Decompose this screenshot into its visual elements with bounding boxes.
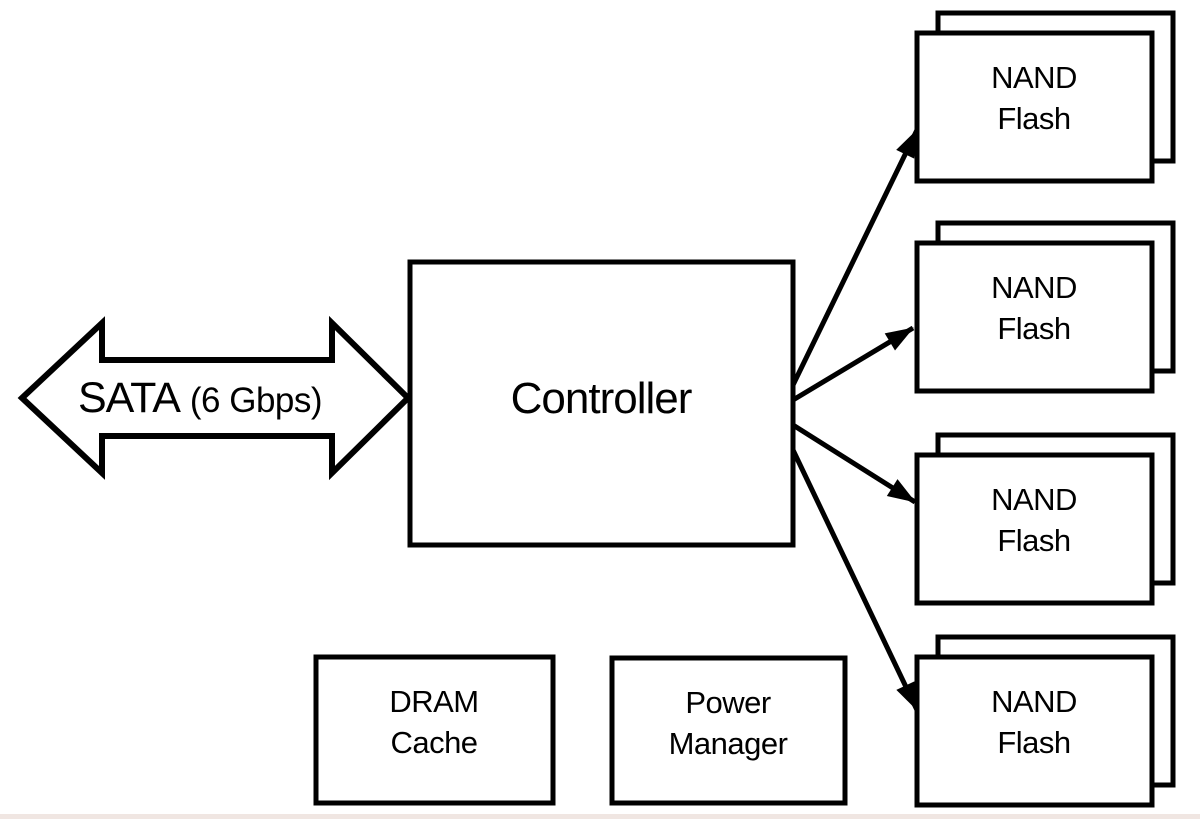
nand-flash-stack-1: NAND Flash — [914, 10, 1176, 184]
nand-label: NAND Flash — [991, 684, 1077, 760]
power-label-line1: Power — [685, 685, 771, 720]
sata-interface-node: SATA(6 Gbps) — [17, 315, 413, 481]
arrow-controller-to-nand-1 — [790, 128, 920, 387]
nand-label-line1: NAND — [991, 60, 1077, 95]
arrow-controller-to-nand-3 — [791, 422, 917, 505]
nand-label: NAND Flash — [991, 270, 1077, 346]
nand-label-line2: Flash — [997, 523, 1070, 558]
controller-box — [407, 259, 796, 548]
nand-label-line1: NAND — [991, 684, 1077, 719]
controller-label: Controller — [511, 374, 692, 423]
nand-label-line2: Flash — [997, 725, 1070, 760]
sata-label-detail: (6 Gbps) — [190, 381, 322, 420]
arrow-controller-to-nand-4 — [790, 448, 920, 712]
controller-to-nand-arrows — [790, 128, 920, 712]
nand-front-box — [914, 30, 1155, 184]
dram-cache-node: DRAM Cache — [313, 654, 556, 806]
dram-label-line2: Cache — [390, 725, 477, 760]
nand-front-box — [914, 654, 1155, 808]
nand-label-line2: Flash — [997, 311, 1070, 346]
page-edge-line — [0, 814, 1200, 819]
dram-cache-label: DRAM Cache — [389, 684, 478, 760]
controller-node: Controller — [407, 259, 796, 548]
dram-cache-box — [313, 654, 556, 806]
nand-front-box — [914, 240, 1155, 394]
nand-label: NAND Flash — [991, 482, 1077, 558]
nand-label-line2: Flash — [997, 101, 1070, 136]
nand-flash-stack-2: NAND Flash — [914, 220, 1176, 394]
sata-label: SATA(6 Gbps) — [78, 374, 322, 422]
arrow-controller-to-nand-2 — [791, 325, 915, 403]
nand-label: NAND Flash — [991, 60, 1077, 136]
power-manager-box — [609, 655, 848, 806]
nand-front-box — [914, 452, 1155, 606]
nand-flash-stack-3: NAND Flash — [914, 432, 1176, 606]
nand-label-line1: NAND — [991, 270, 1077, 305]
nand-flash-stack-4: NAND Flash — [914, 634, 1176, 808]
power-label-line2: Manager — [669, 726, 788, 761]
nand-label-line1: NAND — [991, 482, 1077, 517]
dram-label-line1: DRAM — [389, 684, 478, 719]
sata-label-main: SATA — [78, 374, 181, 422]
